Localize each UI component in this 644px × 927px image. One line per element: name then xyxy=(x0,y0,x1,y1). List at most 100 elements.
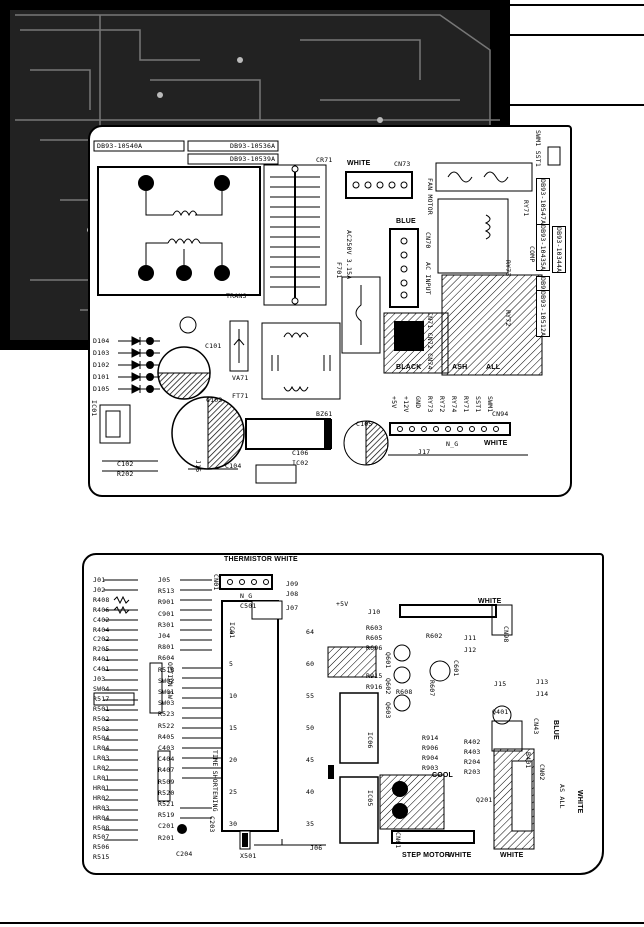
component-label: C402 xyxy=(93,615,110,624)
q201-label: Q201 xyxy=(476,796,493,804)
swm-label: SWM1 SST1 xyxy=(534,130,542,168)
r915-label: R915 xyxy=(366,672,383,680)
j11-label: J11 xyxy=(464,634,477,642)
header-pin-label: RY73 xyxy=(426,396,434,413)
option-switch-label: OPTION SW xyxy=(166,662,174,700)
ic05-label: IC05 xyxy=(366,790,374,807)
b401-label: B401 xyxy=(524,752,532,769)
j13-label: J13 xyxy=(536,678,549,686)
cn-dual-label: CN71 CN72 CN74 xyxy=(426,312,434,370)
cn94-white-label: WHITE xyxy=(484,440,508,447)
header-rule-3 xyxy=(510,104,644,106)
component-label: R604 xyxy=(158,654,175,663)
component-label: R201 xyxy=(158,833,175,842)
ic-pin-number: 35 xyxy=(306,820,315,828)
q601-label: Q601 xyxy=(384,652,392,669)
component-label: SW03 xyxy=(158,699,175,708)
r203-label: R203 xyxy=(464,768,481,776)
header-rule-1 xyxy=(510,4,644,6)
header-pin-label: RY74 xyxy=(450,396,458,413)
white-r-label: WHITE xyxy=(576,790,583,814)
component-label: R406 xyxy=(93,605,110,614)
component-label: R506 xyxy=(93,843,110,852)
fuse-rating-label: AC250V 3.15A xyxy=(345,230,353,280)
ic-pin-number: 30 xyxy=(229,820,238,828)
ic-pin-number: 5 xyxy=(229,660,234,668)
ic-pin-number: 45 xyxy=(306,756,315,764)
header-rule-2 xyxy=(510,34,644,36)
component-label: C202 xyxy=(93,635,110,644)
component-label: R205 xyxy=(93,645,110,654)
db-label-5: DB93-10512A xyxy=(536,290,550,338)
component-label: R515 xyxy=(93,853,110,862)
c204-label: C204 xyxy=(176,850,193,858)
comp-label: COMP xyxy=(528,246,536,263)
component-label: R523 xyxy=(158,710,175,719)
white-label: WHITE xyxy=(347,160,371,167)
all-label: ALL xyxy=(486,364,501,371)
x501-label: X501 xyxy=(240,852,257,860)
component-label: R509 xyxy=(158,777,175,786)
cool-label: COOL xyxy=(432,772,454,779)
footer-rule xyxy=(0,922,644,924)
component-label: R521 xyxy=(158,800,175,808)
component-label: J01 xyxy=(93,576,106,584)
r903-label: R903 xyxy=(422,764,439,772)
cn94-label: CN94 xyxy=(492,410,509,418)
ic-pin-number: 60 xyxy=(306,660,315,668)
j15-label: J15 xyxy=(194,460,202,473)
r202-label: R202 xyxy=(117,470,134,478)
component-label: LR02 xyxy=(93,764,110,773)
ry71-label: RY71 xyxy=(522,200,530,217)
r607-label: R607 xyxy=(428,680,436,697)
r204-label: R204 xyxy=(464,758,481,766)
ic-pin-number: 25 xyxy=(229,788,238,796)
diode-label: D102 xyxy=(93,361,110,369)
ic-pin-number: 15 xyxy=(229,724,238,732)
ry73-label: RY73 xyxy=(504,260,512,277)
c501-label: C501 xyxy=(240,602,257,610)
component-label: LR01 xyxy=(93,774,110,782)
component-label: R407 xyxy=(158,766,175,775)
c101-label: C101 xyxy=(205,342,222,350)
c104-label: C104 xyxy=(225,462,242,470)
q602-label: Q602 xyxy=(384,678,392,695)
component-label: R520 xyxy=(158,788,175,797)
ash-label: ASH xyxy=(452,364,468,371)
component-label: R518 xyxy=(158,665,175,674)
time-shortening-label: TIME SHORTENING xyxy=(211,750,219,812)
va71-label: VA71 xyxy=(232,374,249,382)
c105-label: C105 xyxy=(356,420,373,428)
ic-pin-number: 64 xyxy=(306,628,315,636)
bz61-label: BZ61 xyxy=(316,410,333,418)
thermistor-label: THERMISTOR WHITE xyxy=(224,556,298,563)
ic02-label: IC02 xyxy=(292,459,309,467)
control-pcb-drawing xyxy=(93,574,535,850)
ac-input-label: AC INPUT xyxy=(424,262,432,295)
component-label: LR03 xyxy=(93,754,110,763)
component-label: R504 xyxy=(93,734,110,743)
f701-label: F701 xyxy=(335,262,343,279)
r914-label: R914 xyxy=(422,734,439,742)
component-label: C901 xyxy=(158,609,175,618)
component-label: R404 xyxy=(93,625,110,634)
header-pin-label: SST1 xyxy=(474,396,482,413)
component-label: SW04 xyxy=(93,684,110,693)
component-label: R522 xyxy=(158,721,175,730)
white-b1-label: WHITE xyxy=(448,852,472,859)
diode-label: D101 xyxy=(93,373,110,381)
cn01-label: CN01 xyxy=(212,574,220,591)
db-label-3: DB93-10344A xyxy=(552,226,566,274)
diode-label: D104 xyxy=(93,337,110,345)
r608-label: R608 xyxy=(396,688,413,696)
ft71-label: FT71 xyxy=(232,392,249,400)
j12-label: J12 xyxy=(464,646,477,654)
ng-label: N_G xyxy=(240,592,253,600)
header-pin-label: RY71 xyxy=(462,396,470,413)
ic-pin-number: 55 xyxy=(306,692,315,700)
header-pin-label: +5V xyxy=(390,396,398,409)
diode-label: D103 xyxy=(93,349,110,357)
r916-label: R916 xyxy=(366,683,383,691)
component-label: R507 xyxy=(93,833,110,842)
white-top-label: WHITE xyxy=(478,598,502,605)
